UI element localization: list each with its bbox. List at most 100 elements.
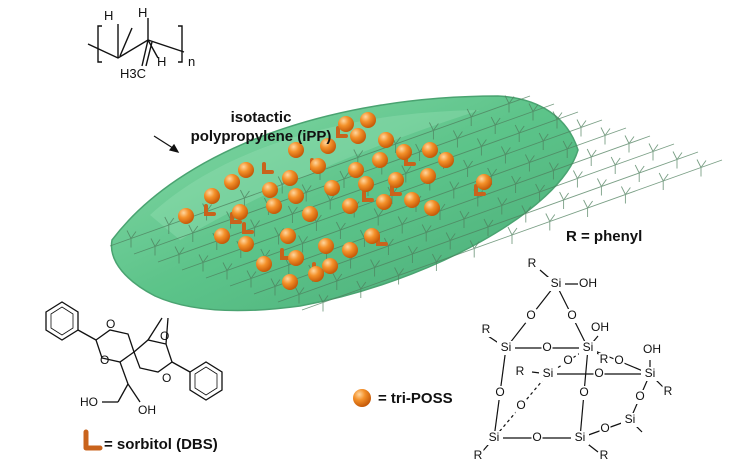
chain-branch — [373, 208, 384, 226]
chain-branch — [490, 116, 501, 134]
tri-poss-sphere — [256, 256, 272, 272]
ipp-atom-ch3: H3C — [120, 66, 146, 81]
chain-branch — [572, 170, 583, 188]
o-atom: O — [532, 430, 541, 444]
chain-branch — [431, 253, 442, 271]
si-atom: Si — [543, 366, 554, 380]
label-backdrop — [539, 367, 557, 381]
oh-group: OH — [591, 320, 609, 334]
o-atom: O — [635, 389, 644, 403]
tri-poss-sphere — [280, 228, 296, 244]
label-backdrop — [494, 386, 506, 400]
chain-branch — [469, 240, 480, 258]
chain-branch — [559, 191, 569, 209]
r-group: R — [528, 256, 537, 270]
tri-poss-sphere — [224, 174, 240, 190]
chain-branch — [552, 111, 563, 129]
poss-key-sphere — [353, 389, 371, 407]
label-backdrop — [613, 354, 625, 368]
si-atom: Si — [501, 340, 512, 354]
tri-poss-sphere — [178, 208, 194, 224]
sorbitol-mark — [242, 222, 254, 234]
backbone-bonds — [87, 39, 185, 59]
sorbitol-mark — [280, 248, 292, 260]
polypropylene-structure — [87, 18, 185, 67]
label-backdrop — [566, 309, 578, 323]
chain-branch — [164, 216, 175, 234]
ipp-label-line1: isotactic — [230, 109, 292, 126]
label-backdrop — [480, 323, 492, 337]
tri-poss-sphere — [372, 152, 388, 168]
pointer-arrow — [153, 135, 180, 153]
r-group: R — [600, 352, 609, 366]
chain-branch — [287, 205, 298, 223]
label-backdrop — [472, 449, 484, 463]
label-backdrop — [562, 354, 574, 368]
chain-branch — [528, 103, 539, 121]
chain-branch — [648, 143, 659, 161]
sorbitol-mark — [362, 190, 374, 202]
chain-branch — [198, 254, 209, 272]
tri-poss-sphere — [282, 170, 298, 186]
sorbitol-mark — [230, 212, 242, 224]
r-group: R — [600, 448, 609, 462]
tri-poss-sphere — [348, 162, 364, 178]
chain-branch — [407, 245, 418, 263]
tri-poss-sphere — [302, 206, 318, 222]
tri-poss-sphere — [324, 180, 340, 196]
chain-branch — [596, 178, 607, 196]
si-atom: Si — [489, 430, 500, 444]
tri-poss-sphere — [422, 142, 438, 158]
chain-branch — [445, 232, 456, 250]
chain-branch — [449, 181, 460, 199]
label-backdrop — [525, 309, 537, 323]
right-dioxane-ring — [133, 339, 173, 373]
chain-branch — [600, 127, 611, 145]
ipp-atom-h3: H — [157, 54, 166, 69]
label-backdrop — [634, 390, 646, 404]
chain-branch — [507, 226, 518, 244]
o-atom: O — [542, 340, 551, 354]
tri-poss-sphere — [376, 194, 392, 210]
o-atom: O — [614, 353, 623, 367]
o-atom: O — [600, 421, 609, 435]
dbs-o-4: O — [162, 371, 171, 385]
chain-branch — [370, 259, 380, 277]
tri-poss-sphere — [310, 158, 326, 174]
si-atom: Si — [625, 412, 636, 426]
label-backdrop — [515, 399, 527, 413]
o-atom: O — [516, 398, 525, 412]
dbs-oh-right: OH — [138, 403, 156, 417]
tri-poss-sphere — [388, 172, 404, 188]
chain-branch — [476, 138, 487, 156]
tri-poss-sphere — [438, 152, 454, 168]
chain-branch — [672, 151, 683, 169]
chain-branch — [394, 267, 404, 285]
sorbitol-mark — [204, 204, 216, 216]
tri-poss-sphere — [358, 176, 374, 192]
label-backdrop — [497, 341, 515, 355]
chain-branch — [497, 197, 508, 215]
right-bracket — [178, 25, 183, 63]
sorbitol-mark — [262, 162, 274, 174]
tri-poss-sphere — [350, 128, 366, 144]
sorbitol-key-mark — [83, 429, 103, 451]
tri-poss-sphere — [338, 116, 354, 132]
r-group: R — [664, 384, 673, 398]
tri-poss-sphere — [288, 250, 304, 266]
label-backdrop — [541, 341, 553, 355]
label-backdrop — [547, 277, 565, 291]
label-backdrop — [591, 321, 609, 335]
chain-branch — [562, 140, 573, 158]
chain-branch — [463, 159, 473, 177]
label-backdrop — [579, 277, 597, 291]
tri-poss-sphere — [360, 112, 376, 128]
chain-branch — [428, 122, 439, 140]
tri-poss-sphere — [320, 138, 336, 154]
label-backdrop — [643, 343, 661, 357]
chain-branch — [620, 186, 631, 204]
chain-branch — [126, 230, 137, 248]
crystal-lamella — [109, 95, 723, 312]
label-backdrop — [662, 385, 674, 399]
